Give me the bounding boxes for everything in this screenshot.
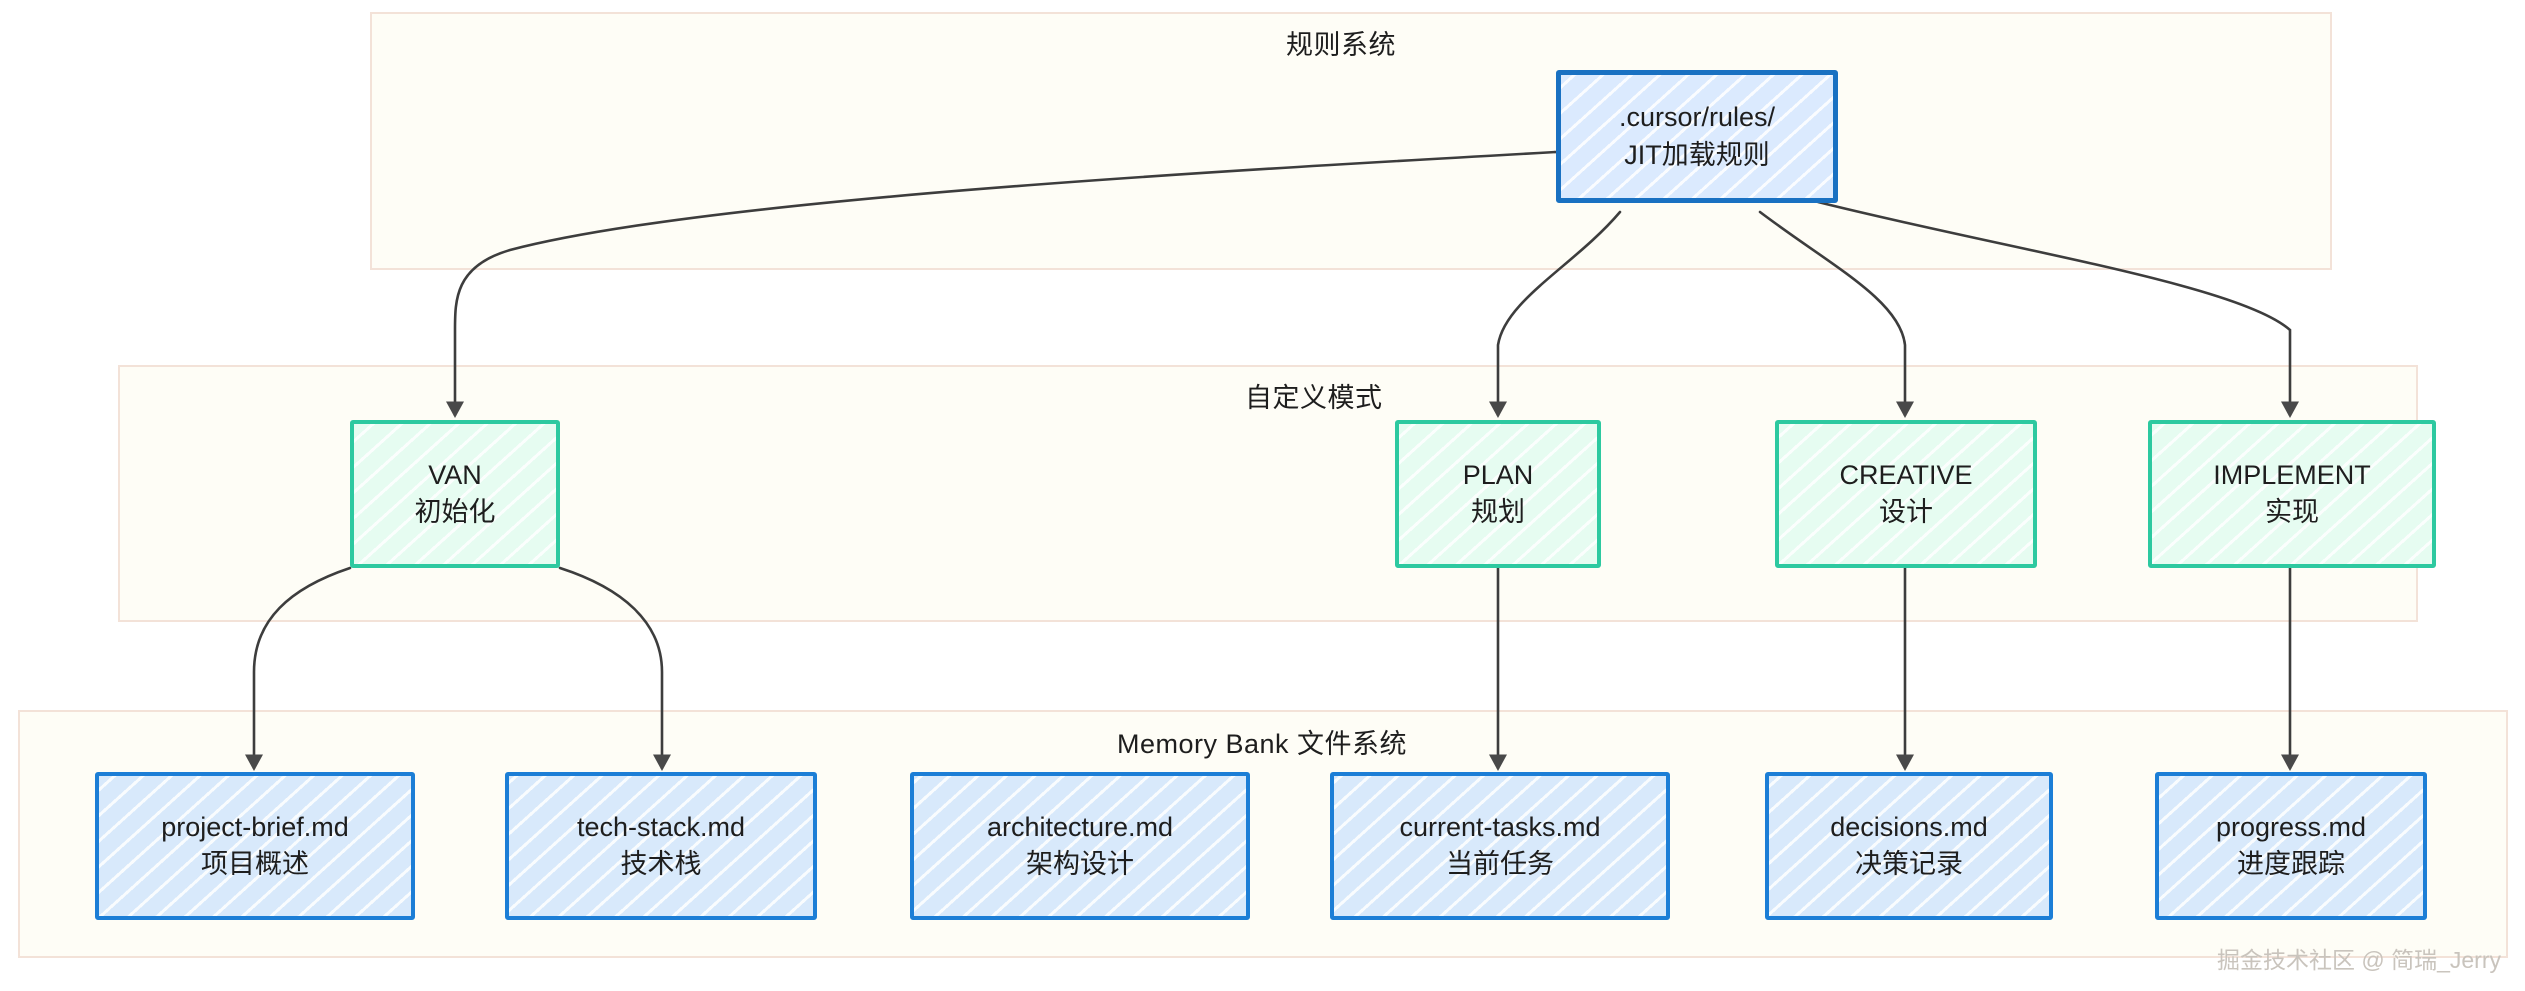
node-mode-van[interactable]: VAN 初始化 (350, 420, 560, 568)
node-mode-plan[interactable]: PLAN 规划 (1395, 420, 1601, 568)
node-mode-creative[interactable]: CREATIVE 设计 (1775, 420, 2037, 568)
node-file-architecture-subtitle: 架构设计 (1026, 849, 1134, 879)
band-label-rules-system: 规则系统 (1286, 30, 1396, 60)
band-label-custom-modes: 自定义模式 (1245, 383, 1383, 413)
node-file-decisions-title: decisions.md (1830, 811, 1988, 842)
node-mode-implement-subtitle: 实现 (2265, 497, 2319, 527)
node-file-decisions[interactable]: decisions.md 决策记录 (1765, 772, 2053, 920)
node-mode-creative-title: CREATIVE (1839, 459, 1973, 490)
node-mode-plan-title: PLAN (1462, 459, 1534, 490)
node-mode-van-title: VAN (428, 459, 482, 490)
node-file-project-brief-title: project-brief.md (161, 811, 349, 842)
node-file-progress[interactable]: progress.md 进度跟踪 (2155, 772, 2427, 920)
watermark: 掘金技术社区 @ 简瑞_Jerry (2216, 947, 2501, 973)
node-cursor-rules[interactable]: .cursor/rules/ JIT加载规则 (1556, 70, 1838, 203)
node-file-progress-subtitle: 进度跟踪 (2237, 849, 2345, 879)
node-file-tech-stack[interactable]: tech-stack.md 技术栈 (505, 772, 817, 920)
node-cursor-rules-title: .cursor/rules/ (1618, 102, 1776, 133)
node-file-tech-stack-title: tech-stack.md (576, 811, 746, 842)
node-file-decisions-subtitle: 决策记录 (1855, 849, 1963, 879)
band-label-memory-bank: Memory Bank 文件系统 (1117, 729, 1408, 759)
node-file-tech-stack-subtitle: 技术栈 (620, 849, 702, 879)
band-memory-bank (18, 710, 2508, 958)
node-mode-creative-subtitle: 设计 (1879, 497, 1933, 527)
node-file-architecture[interactable]: architecture.md 架构设计 (910, 772, 1250, 920)
node-file-project-brief-subtitle: 项目概述 (201, 849, 309, 879)
node-mode-van-subtitle: 初始化 (414, 497, 496, 527)
node-file-current-tasks-subtitle: 当前任务 (1446, 849, 1554, 879)
node-file-current-tasks[interactable]: current-tasks.md 当前任务 (1330, 772, 1670, 920)
node-mode-plan-subtitle: 规划 (1471, 497, 1525, 527)
node-mode-implement[interactable]: IMPLEMENT 实现 (2148, 420, 2436, 568)
node-file-architecture-title: architecture.md (986, 811, 1174, 842)
node-file-project-brief[interactable]: project-brief.md 项目概述 (95, 772, 415, 920)
node-file-current-tasks-title: current-tasks.md (1399, 811, 1601, 842)
node-cursor-rules-subtitle: JIT加载规则 (1624, 139, 1770, 170)
node-file-progress-title: progress.md (2215, 811, 2367, 842)
node-mode-implement-title: IMPLEMENT (2213, 459, 2371, 490)
